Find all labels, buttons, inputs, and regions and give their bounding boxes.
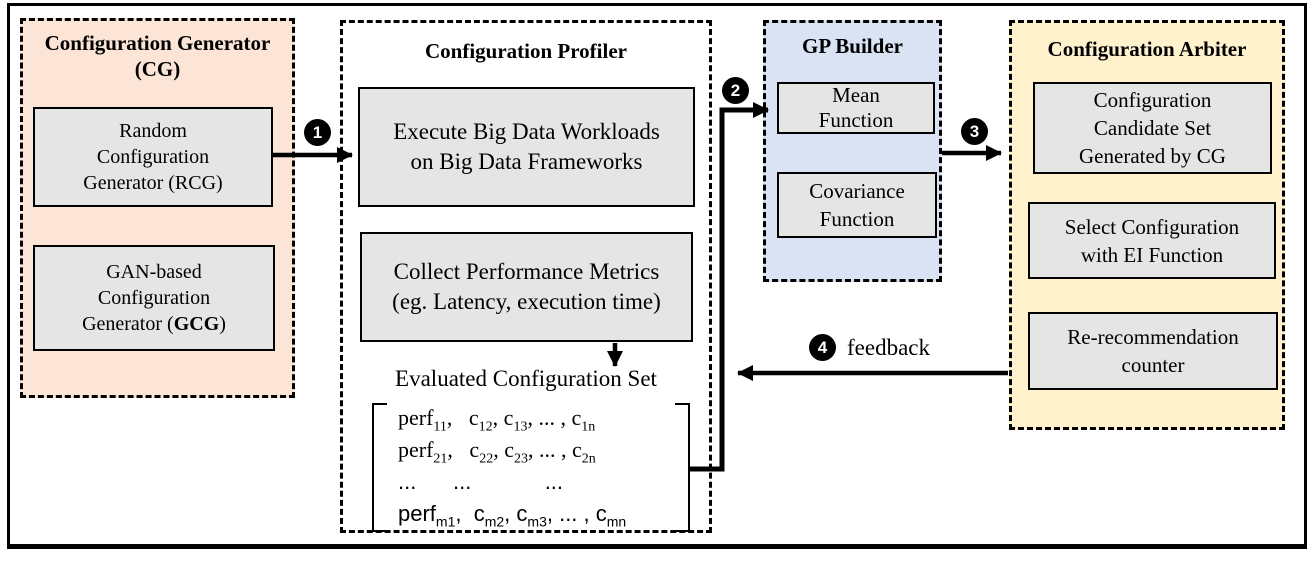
feedback-label: feedback <box>847 335 930 360</box>
gcg-line: Configuration <box>97 287 211 309</box>
rcg-line: Random <box>119 120 187 142</box>
select-line: with EI Function <box>1080 242 1224 267</box>
execute-workloads-box: Execute Big Data Workloads on Big Data F… <box>358 87 695 207</box>
panel-gp-builder <box>763 20 942 282</box>
rcg-line: Configuration <box>96 146 210 168</box>
collect-line: Collect Performance Metrics <box>393 259 660 284</box>
profiler-panel-title: Configuration Profiler <box>424 39 627 63</box>
cg-title-line2: (CG) <box>134 57 181 81</box>
re-recommendation-counter-box: Re-recommendation counter <box>1028 312 1278 390</box>
cg-panel-title: Configuration Generator (CG) <box>20 30 295 82</box>
candidate-set-box: Configuration Candidate Set Generated by… <box>1033 82 1272 174</box>
step-badge-4: 4 <box>809 334 836 361</box>
collect-line: (eg. Latency, execution time) <box>392 289 661 314</box>
select-configuration-box: Select Configuration with EI Function <box>1028 202 1276 279</box>
covariance-function-box: Covariance Function <box>777 172 937 238</box>
rcg-line: Generator (RCG) <box>83 172 223 194</box>
step-badge-3: 3 <box>961 118 988 145</box>
cg-title-line1: Configuration Generator <box>44 31 271 55</box>
candidate-line: Candidate Set <box>1093 116 1212 140</box>
gcg-line-pre: Generator ( <box>82 313 174 335</box>
matrix-right-bracket <box>675 403 690 532</box>
candidate-line: Configuration <box>1093 88 1212 112</box>
rerec-line: counter <box>1121 353 1185 377</box>
gcg-acronym: GCG <box>173 313 220 335</box>
diagram-frame <box>7 3 1307 549</box>
mean-line: Mean <box>832 83 880 107</box>
rerec-line: Re-recommendation <box>1067 325 1239 349</box>
gcg-line-post: ) <box>219 313 226 335</box>
matrix-left-bracket <box>372 403 387 532</box>
gcg-line: Generator (GCG) <box>82 311 226 337</box>
random-configuration-generator-box: Random Configuration Generator (RCG) <box>33 107 273 207</box>
step-badge-2: 2 <box>722 77 749 104</box>
covariance-line: Function <box>819 207 895 231</box>
matrix-row: ... ... ... <box>398 469 564 494</box>
matrix-row: perfm1, cm2, cm3, ... , cmn <box>398 501 627 530</box>
candidate-line: Generated by CG <box>1079 144 1226 168</box>
covariance-line: Covariance <box>809 179 905 203</box>
collect-metrics-box: Collect Performance Metrics (eg. Latency… <box>360 232 693 342</box>
gan-based-configuration-generator-box: GAN-based Configuration Generator (GCG) <box>33 245 275 351</box>
mean-function-box: Mean Function <box>777 82 935 134</box>
mean-line: Function <box>818 108 894 132</box>
execute-line: Execute Big Data Workloads <box>393 119 660 144</box>
gp-panel-title: GP Builder <box>802 34 903 58</box>
select-line: Select Configuration <box>1064 214 1240 239</box>
arbiter-panel-title: Configuration Arbiter <box>1047 37 1247 61</box>
execute-line: on Big Data Frameworks <box>410 149 643 174</box>
matrix-row: perf21, c22, c23, ... , c2n <box>398 437 596 467</box>
matrix-row: perf11, c12, c13, ... , c1n <box>398 405 596 435</box>
gcg-line: GAN-based <box>106 261 202 283</box>
evaluated-configuration-set-label: Evaluated Configuration Set <box>395 366 657 391</box>
step-badge-1: 1 <box>304 119 331 146</box>
